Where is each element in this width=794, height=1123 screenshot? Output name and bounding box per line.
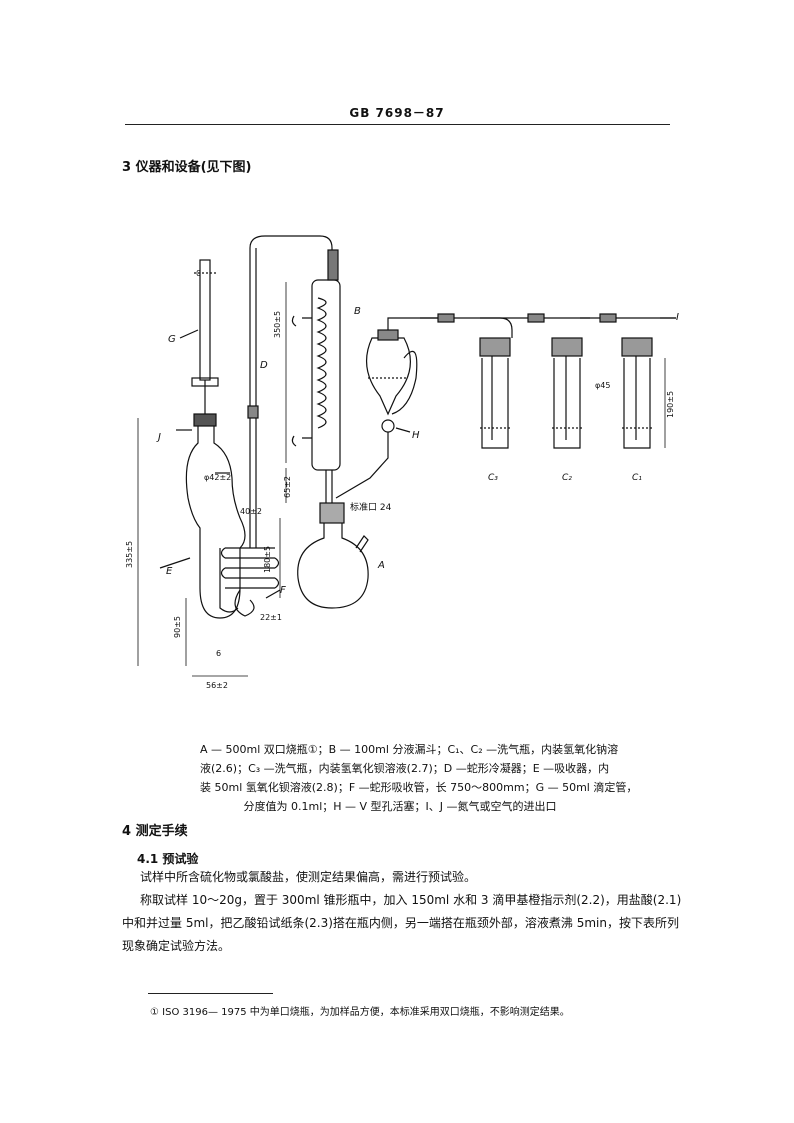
- label-g: G: [168, 334, 176, 345]
- dim-d190: 190±5: [666, 391, 675, 418]
- dim-d335: 335±5: [125, 541, 134, 568]
- caption-line-1: A — 500ml 双口烧瓶①；B — 100ml 分液漏斗；C₁、C₂ —洗气…: [200, 743, 619, 756]
- label-b: B: [354, 306, 361, 317]
- label-c3: C₃: [488, 473, 498, 483]
- coil-f: F: [220, 235, 333, 617]
- label-i: I: [676, 312, 679, 323]
- dim-joint: 标准口 24: [350, 501, 392, 513]
- paragraph-pretest-intro: 试样中所含硫化物或氯酸盐，使测定结果偏高，需进行预试验。: [140, 870, 477, 884]
- flask-a: 标准口 24 A 180±5 40±2 22±1: [240, 501, 392, 622]
- condenser-d: D 350±5 65±2: [260, 249, 341, 503]
- funnel-b: H B: [335, 306, 440, 499]
- footnote: ① ISO 3196— 1975 中为单口烧瓶，为加样品方便，本标准采用双口烧瓶…: [150, 1007, 570, 1018]
- dim-d180: 180±5: [263, 546, 272, 573]
- footnote-rule: [148, 993, 273, 994]
- dim-d40: 40±2: [240, 507, 262, 516]
- paragraph-pretest-procedure: 称取试样 10～20g，置于 300ml 锥形瓶中，加入 150ml 水和 3 …: [122, 893, 682, 953]
- header-rule: [125, 124, 670, 125]
- dim-d65: 65±2: [283, 476, 292, 498]
- dimension-lines-left: 335±5 90±5 6 56±2: [125, 418, 248, 690]
- label-j: J: [156, 432, 161, 443]
- figure-caption: A — 500ml 双口烧瓶①；B — 100ml 分液漏斗；C₁、C₂ —洗气…: [200, 740, 638, 816]
- caption-line-2: 液(2.6)；C₃ —洗气瓶，内装氢氧化钡溶液(2.7)；D —蛇形冷凝器；E …: [200, 762, 610, 775]
- label-c1: C₁: [632, 473, 642, 483]
- section-4-title: 4 测定手续: [122, 824, 188, 839]
- label-f: F: [280, 585, 286, 596]
- dim-d350: 350±5: [273, 311, 282, 338]
- burette-g: 0 G: [168, 259, 219, 418]
- label-zero: 0: [196, 269, 201, 278]
- label-a: A: [377, 560, 385, 571]
- caption-line-4: 分度值为 0.1ml；H — V 型孔活塞；I、J —氮气或空气的进出口: [243, 800, 557, 813]
- label-e: E: [166, 566, 173, 577]
- dim-d90: 90±5: [173, 616, 182, 638]
- apparatus-diagram: 0 G φ42±2 J E F D 350±5: [120, 218, 690, 698]
- label-d: D: [260, 360, 268, 371]
- dim-d22: 22±1: [260, 613, 282, 622]
- page-header: GB 7698－87: [349, 106, 445, 120]
- caption-line-3: 装 50ml 氢氧化钡溶液(2.8)；F —蛇形吸收管，长 750～800mm；…: [200, 781, 638, 794]
- label-h: H: [412, 430, 420, 441]
- dim-d42: φ42±2: [204, 473, 231, 482]
- section-3-title: 3 仪器和设备(见下图): [122, 160, 252, 175]
- dim-d56: 56±2: [206, 681, 228, 690]
- label-c2: C₂: [562, 473, 572, 483]
- dim-d6: 6: [216, 649, 221, 658]
- wash-bottles: C₃ C₂ C₁ I φ45 190±5: [420, 312, 679, 483]
- subsection-4-1-title: 4.1 预试验: [137, 852, 199, 866]
- dim-d45: φ45: [595, 381, 610, 390]
